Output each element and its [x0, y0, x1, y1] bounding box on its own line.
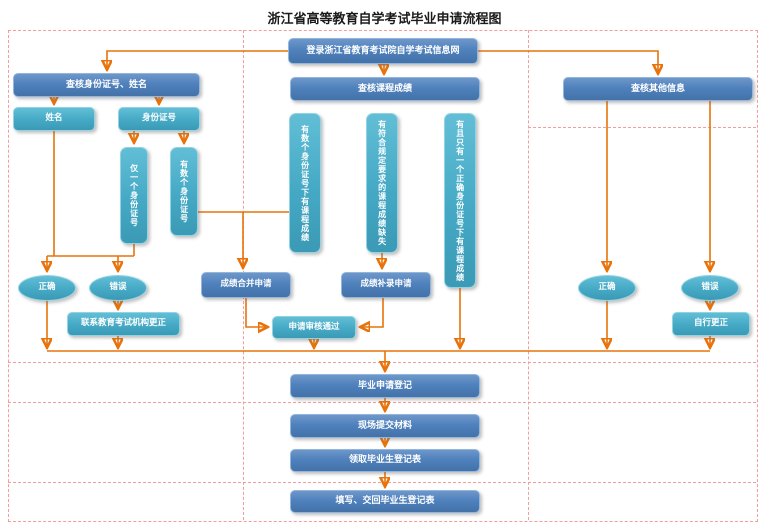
login-box: 登录浙江省教育考试院自学考试信息网	[288, 38, 478, 64]
graduation-register-box: 毕业申请登记	[290, 374, 480, 398]
receive-form-box: 领取毕业生登记表	[290, 449, 480, 472]
review-passed-box: 申请审核通过	[272, 316, 356, 339]
check-course-grades-header: 查核课程成绩	[290, 77, 480, 101]
several-ids-box: 有数个身份证号	[170, 147, 198, 236]
right-wrong-ellipse: 错误	[681, 275, 739, 301]
only-one-id-box: 仅一个身份证号	[120, 147, 148, 244]
left-correct-ellipse: 正确	[18, 275, 76, 301]
name-box: 姓名	[13, 107, 95, 131]
check-other-info-header: 查核其他信息	[563, 77, 753, 101]
submit-materials-box: 现场提交材料	[290, 414, 480, 438]
grade-supplement-apply-box: 成绩补录申请	[341, 272, 431, 298]
outer-dashed-border	[8, 30, 758, 522]
check-id-name-header: 查核身份证号、姓名	[13, 73, 200, 97]
right-lane-sub-divider	[528, 127, 756, 128]
fill-return-form-box: 填写、交回毕业生登记表	[290, 490, 480, 513]
right-correct-ellipse: 正确	[578, 275, 636, 301]
lane-divider-middle-right	[528, 30, 529, 520]
grades-under-several-ids-box: 有数个身份证号下有课程成绩	[289, 113, 321, 253]
contact-exam-org-fix-box: 联系教育考试机构更正	[67, 312, 180, 336]
self-fix-box: 自行更正	[672, 312, 750, 336]
grades-missing-box: 有符合规定要求的课程成绩缺失	[366, 113, 398, 253]
id-number-box: 身份证号	[118, 107, 200, 131]
grade-merge-apply-box: 成绩合并申请	[201, 272, 291, 298]
page-title: 浙江省高等教育自学考试毕业申请流程图	[267, 12, 502, 27]
grades-under-one-id-box: 有且只有一个正确身份证号下有课程成绩	[444, 113, 476, 288]
left-wrong-ellipse: 错误	[89, 275, 147, 301]
